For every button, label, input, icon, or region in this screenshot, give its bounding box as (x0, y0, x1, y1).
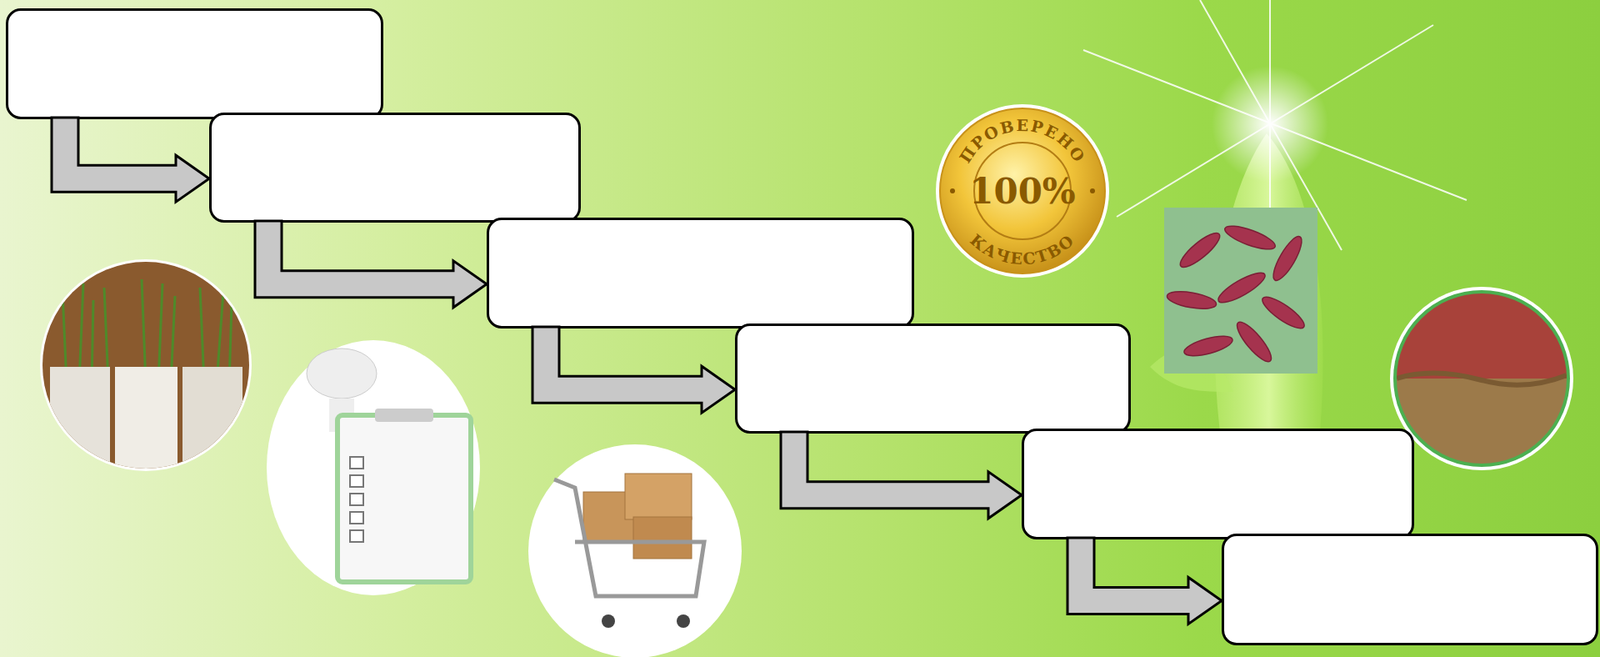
seed-bag (115, 366, 178, 492)
step-arrow (780, 431, 1022, 519)
seal-arc-text: КАЧЕСТВО (966, 230, 1078, 268)
seal-percent: 100% (969, 170, 1076, 212)
process-box (209, 112, 581, 223)
process-box (5, 8, 384, 120)
checkbox (350, 511, 364, 524)
seed (1268, 233, 1307, 285)
seal-dot (950, 188, 955, 194)
cardboard-box (633, 516, 692, 559)
checkbox (350, 530, 364, 542)
cart-frame (554, 479, 705, 596)
process-box (735, 323, 1131, 434)
brown-grain (1391, 378, 1575, 470)
seed (1232, 317, 1276, 366)
process-box (1021, 428, 1415, 540)
step-arrow (532, 326, 735, 413)
clipboard (337, 415, 471, 582)
seed (1165, 288, 1218, 312)
seal-arc-text: ПРОВЕРЕНО (955, 115, 1090, 166)
grass-photo (33, 250, 267, 492)
photo-frame (528, 444, 742, 657)
sparkle-ray (1116, 25, 1434, 217)
figure-head (306, 348, 377, 399)
process-box (486, 217, 915, 329)
step-arrow (1067, 537, 1222, 624)
sparkle-ray (1083, 50, 1467, 200)
seal-text: КАЧЕСТВО (966, 230, 1078, 268)
red-grain (1391, 291, 1575, 379)
checkboxes (350, 456, 364, 542)
gold-seal (940, 108, 1105, 274)
checkbox (350, 456, 364, 469)
checkbox (350, 475, 364, 487)
seed-bag (182, 366, 243, 492)
step-arrow (255, 220, 487, 308)
seal-text: ПРОВЕРЕНО (955, 115, 1090, 166)
seed (1175, 228, 1225, 272)
cart-wheel (601, 614, 615, 628)
seed (1258, 291, 1308, 333)
seeds-photo (1164, 207, 1318, 374)
seal-dot (1090, 188, 1095, 194)
seed (1215, 267, 1269, 308)
step-arrow (51, 117, 210, 202)
seed-bag (50, 366, 110, 492)
checkbox (350, 493, 364, 505)
grain-photo (1391, 291, 1575, 470)
grain-border (1396, 372, 1567, 385)
clipboard-clip (375, 408, 434, 422)
seed (1182, 332, 1235, 360)
red-seeds (1165, 221, 1309, 366)
photo-frame (266, 340, 480, 595)
seed (1222, 221, 1278, 255)
cardboard-box (625, 473, 692, 520)
seal-text: ПРОВЕРЕНО100% КАЧЕСТВО (955, 115, 1090, 268)
process-box (1221, 533, 1599, 645)
seal-frame (935, 104, 1110, 278)
cart-wheel (676, 614, 690, 628)
